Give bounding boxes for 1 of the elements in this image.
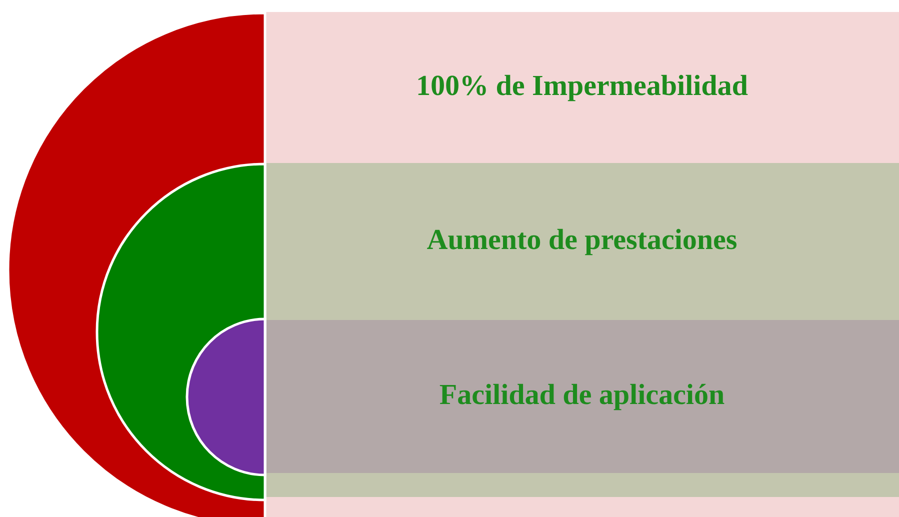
band: Facilidad de aplicación [265, 320, 899, 473]
